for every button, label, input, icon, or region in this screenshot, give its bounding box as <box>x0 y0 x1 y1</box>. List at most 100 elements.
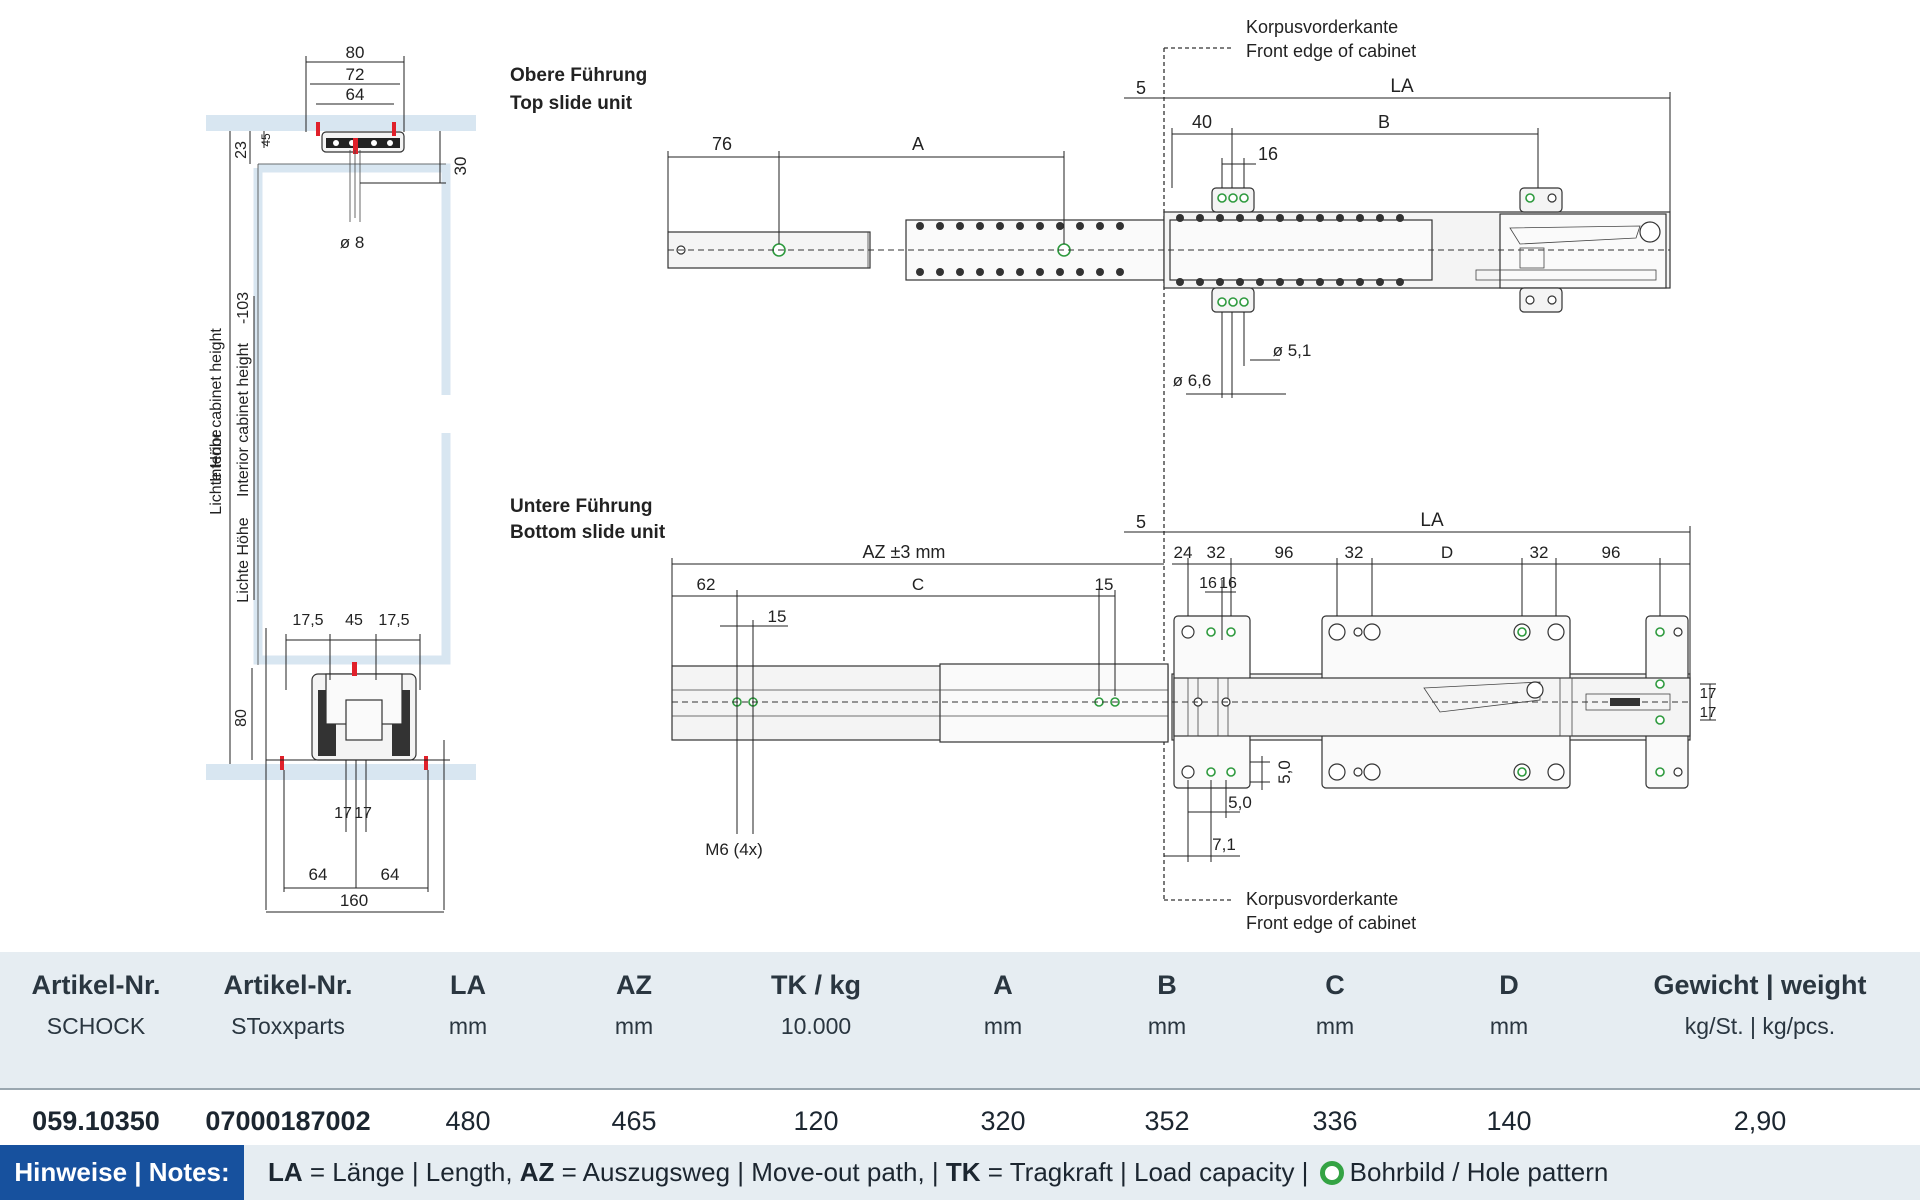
col-title: Artikel-Nr. <box>31 970 161 1000</box>
col-unit: mm <box>1315 1013 1355 1039</box>
side-view: 80 72 64 23 45 30 ø 8 Lichte Höhe Interi… <box>206 43 476 913</box>
top-dim-40: 40 <box>1192 112 1212 132</box>
col-unit: kg/St. | kg/pcs. <box>1684 1013 1836 1039</box>
top-dim-dia66: ø 6,6 <box>1173 371 1212 390</box>
col-title: C <box>1325 970 1345 1000</box>
note-az-text: = Auszugsweg | Move-out path, | <box>554 1157 946 1187</box>
col-value: 352 <box>1144 1106 1190 1136</box>
notes-label: Hinweise | Notes: <box>0 1145 244 1200</box>
bottom-dim-5: 5 <box>1136 512 1146 532</box>
col-title: D <box>1499 970 1519 1000</box>
col-unit: 10.000 <box>780 1013 852 1039</box>
top-dim-76: 76 <box>712 134 732 154</box>
top-unit-title-de: Obere Führung <box>510 65 647 86</box>
bottom-dim-D: D <box>1441 543 1453 562</box>
bottom-dim-96-a: 96 <box>1275 543 1294 562</box>
note-hole-pattern: Bohrbild / Hole pattern <box>1349 1157 1609 1187</box>
bottom-dim-24: 24 <box>1174 543 1193 562</box>
col-unit: SCHOCK <box>46 1013 146 1039</box>
note-la-abbr: LA <box>268 1157 303 1187</box>
label-interior-en-2: Interior cabinet height <box>235 343 252 497</box>
note-tk-text: = Tragkraft | Load capacity | <box>980 1157 1316 1187</box>
bottom-dim-16-a: 16 <box>1199 575 1217 592</box>
col-value: 465 <box>611 1106 657 1136</box>
col-unit: mm <box>614 1013 654 1039</box>
cabinet-front-de-bottom: Korpusvorderkante <box>1246 889 1398 909</box>
label-minus-103: -103 <box>235 292 252 324</box>
col-title: LA <box>450 970 486 1000</box>
dim-dia8: ø 8 <box>340 233 365 252</box>
bottom-dim-32-b: 32 <box>1345 543 1364 562</box>
col-value: 336 <box>1312 1106 1358 1136</box>
spec-table: Artikel-Nr. SCHOCK 059.10350 Artikel-Nr.… <box>0 952 1920 1200</box>
col-unit: mm <box>1147 1013 1187 1039</box>
col-title: Artikel-Nr. <box>223 970 353 1000</box>
bottom-dim-5-0-horizontal: 5,0 <box>1228 793 1252 812</box>
dim-64-right: 64 <box>381 865 400 884</box>
top-dim-LA: LA <box>1390 76 1414 97</box>
bottom-slide-unit: Untere Führung Bottom slide unit <box>510 496 1716 862</box>
note-tk-abbr: TK <box>945 1157 981 1187</box>
col-title: B <box>1157 970 1177 1000</box>
col-unit: mm <box>1489 1013 1529 1039</box>
col-title: AZ <box>616 970 652 1000</box>
dim-45-bottom: 45 <box>345 612 363 629</box>
top-dim-A: A <box>912 134 924 154</box>
bottom-dim-5-0-vertical: 5,0 <box>1275 760 1294 784</box>
dim-23: 23 <box>233 141 250 159</box>
hole-pattern-icon <box>1319 1161 1344 1185</box>
bottom-dim-62: 62 <box>697 575 716 594</box>
col-value: 059.10350 <box>32 1106 160 1136</box>
bottom-dim-AZ: AZ ±3 mm <box>863 542 946 562</box>
top-dim-5: 5 <box>1136 78 1146 98</box>
col-title: Gewicht | weight <box>1653 970 1867 1000</box>
spec-table-header <box>0 952 1920 1088</box>
bottom-dim-16-b: 16 <box>1219 575 1237 592</box>
top-unit-title-en: Top slide unit <box>510 93 633 114</box>
cabinet-front-de-top: Korpusvorderkante <box>1246 17 1398 37</box>
bottom-dim-17-b: 17 <box>1700 704 1717 721</box>
bottom-dim-32-c: 32 <box>1530 543 1549 562</box>
col-value: 120 <box>793 1106 839 1136</box>
spec-table-divider <box>0 1088 1920 1090</box>
top-dim-B: B <box>1378 112 1390 132</box>
col-value: 2,90 <box>1733 1106 1787 1136</box>
dim-72: 72 <box>346 65 365 84</box>
label-interior-de-1: Lichte Höhe <box>208 429 225 514</box>
label-interior-de-2: Lichte Höhe <box>235 517 252 602</box>
col-value: 320 <box>980 1106 1026 1136</box>
dim-160: 160 <box>340 891 368 910</box>
col-unit: mm <box>448 1013 488 1039</box>
bottom-unit-title-en: Bottom slide unit <box>510 522 666 543</box>
bottom-dim-96-b: 96 <box>1602 543 1621 562</box>
dim-17-a: 17 <box>334 805 352 822</box>
bottom-unit-title-de: Untere Führung <box>510 496 653 517</box>
col-title: TK / kg <box>770 970 861 1000</box>
bottom-dim-LA: LA <box>1420 510 1444 531</box>
label-m6: M6 (4x) <box>705 840 763 859</box>
technical-drawing: 80 72 64 23 45 30 ø 8 Lichte Höhe Interi… <box>206 17 1716 933</box>
label-interior-en-1: Interior cabinet height <box>208 328 225 482</box>
note-az-abbr: AZ <box>519 1157 555 1187</box>
bottom-dim-C: C <box>912 575 924 594</box>
top-dim-dia51: ø 5,1 <box>1273 341 1312 360</box>
bottom-dim-15-a: 15 <box>768 607 787 626</box>
dim-17-5-right: 17,5 <box>378 612 409 629</box>
col-title: A <box>993 970 1013 1000</box>
col-unit: SToxxparts <box>231 1013 345 1039</box>
bottom-dim-32-a: 32 <box>1207 543 1226 562</box>
dim-17-b: 17 <box>354 805 372 822</box>
dim-80: 80 <box>346 43 365 62</box>
dim-45: 45 <box>259 133 273 147</box>
notes-text: LA = Länge | Length, AZ = Auszugsweg | M… <box>268 1145 1608 1200</box>
col-value: 140 <box>1486 1106 1532 1136</box>
col-unit: mm <box>983 1013 1023 1039</box>
dim-30: 30 <box>451 157 470 176</box>
note-la-text: = Länge | Length, <box>302 1157 520 1187</box>
col-value: 07000187002 <box>205 1106 371 1136</box>
top-slide-unit: Obere Führung Top slide unit <box>510 65 1671 398</box>
cabinet-front-en-bottom: Front edge of cabinet <box>1246 913 1416 933</box>
cabinet-front-en-top: Front edge of cabinet <box>1246 41 1416 61</box>
top-dim-16: 16 <box>1258 144 1278 164</box>
bottom-dim-17-a: 17 <box>1700 685 1717 702</box>
